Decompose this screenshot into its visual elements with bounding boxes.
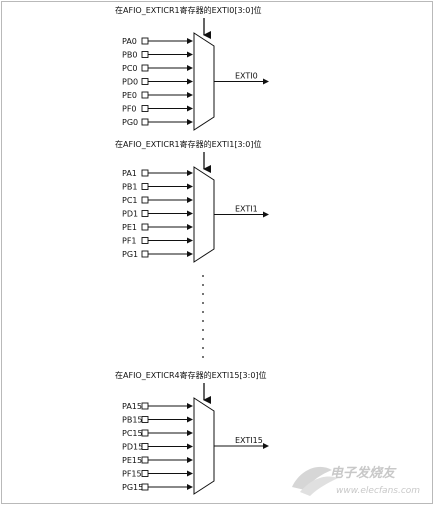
watermark-text: 电子发烧友 (330, 465, 397, 481)
pin-box (141, 105, 149, 112)
pin-box (141, 250, 149, 258)
input-pg1: PG1 (122, 250, 193, 259)
input-pd1: PD1 (122, 210, 193, 219)
input-label: PB1 (122, 183, 137, 192)
output-label: EXTI0 (235, 72, 258, 81)
pin-box (141, 416, 149, 423)
input-label: PF15 (122, 470, 142, 479)
register-label: 在AFIO_EXTICR1寄存器的EXTI0[3:0]位 (115, 5, 261, 15)
continuation-dot (202, 320, 204, 322)
input-label: PB15 (122, 416, 143, 425)
input-label: PA15 (122, 402, 142, 411)
continuation-dot (202, 329, 204, 331)
input-label: PG0 (122, 118, 138, 127)
register-label: 在AFIO_EXTICR4寄存器的EXTI15[3:0]位 (115, 370, 267, 380)
input-label: PE15 (122, 456, 142, 465)
pin-box (141, 183, 149, 190)
input-pa0: PA0 (122, 37, 193, 46)
continuation-dot (202, 347, 204, 349)
pin-box (141, 78, 149, 85)
continuation-dot (202, 302, 204, 304)
continuation-dot (202, 311, 204, 313)
input-label: PC1 (122, 196, 138, 205)
input-pb1: PB1 (122, 183, 193, 192)
pin-box (141, 210, 149, 217)
output-label: EXTI15 (235, 436, 263, 445)
pin-box (141, 169, 149, 177)
input-pf15: PF15 (122, 470, 193, 479)
input-pd15: PD15 (122, 443, 193, 452)
pin-box (141, 223, 149, 231)
pin-box (141, 196, 149, 204)
input-label: PG15 (122, 483, 143, 492)
input-label: PD0 (122, 78, 138, 87)
pin-box (141, 37, 149, 45)
input-pf0: PF0 (122, 105, 193, 114)
mux-body (193, 166, 215, 263)
pin-box (141, 483, 149, 491)
pin-box (141, 456, 149, 464)
continuation-dot (202, 293, 204, 295)
input-label: PC0 (122, 64, 138, 73)
pin-box (141, 237, 149, 244)
pin-box (141, 91, 149, 99)
input-pb0: PB0 (122, 51, 193, 60)
pin-box (141, 64, 149, 72)
input-pa1: PA1 (122, 169, 193, 178)
watermark: 电子发烧友 www.elecfans.com (292, 465, 420, 496)
input-pa15: PA15 (122, 402, 193, 411)
input-pe15: PE15 (122, 456, 193, 465)
input-pe0: PE0 (122, 91, 193, 100)
input-pf1: PF1 (122, 237, 193, 246)
output-label: EXTI1 (235, 205, 258, 214)
pin-box (141, 51, 149, 58)
watermark-logo (292, 466, 338, 496)
input-pc0: PC0 (122, 64, 193, 73)
input-pc1: PC1 (122, 196, 193, 205)
mux-exti15: 在AFIO_EXTICR4寄存器的EXTI15[3:0]位 PA15PB15PC1… (115, 370, 269, 495)
continuation-dot (202, 338, 204, 340)
mux-body (193, 32, 215, 131)
pin-box (141, 402, 149, 410)
input-label: PE0 (122, 91, 137, 100)
input-label: PD1 (122, 210, 138, 219)
input-label: PD15 (122, 443, 143, 452)
input-pc15: PC15 (122, 429, 193, 438)
mux-body (193, 397, 215, 495)
input-label: PA0 (122, 37, 137, 46)
input-label: PA1 (122, 169, 137, 178)
mux-exti1: 在AFIO_EXTICR1寄存器的EXTI1[3:0]位 PA1PB1PC1PD1… (115, 139, 269, 263)
input-pg0: PG0 (122, 118, 193, 127)
input-pe1: PE1 (122, 223, 193, 232)
input-label: PG1 (122, 250, 138, 259)
continuation-dot (202, 284, 204, 286)
pin-box (141, 429, 149, 437)
watermark-url: www.elecfans.com (336, 486, 420, 496)
input-label: PB0 (122, 51, 137, 60)
pin-box (141, 118, 149, 126)
input-pg15: PG15 (122, 483, 193, 492)
input-label: PF0 (122, 105, 137, 114)
continuation-dot (202, 275, 204, 277)
register-label: 在AFIO_EXTICR1寄存器的EXTI1[3:0]位 (115, 139, 261, 149)
pin-box (141, 443, 149, 450)
pin-box (141, 470, 149, 477)
continuation-dots (202, 275, 204, 358)
input-pd0: PD0 (122, 78, 193, 87)
input-label: PF1 (122, 237, 137, 246)
continuation-dot (202, 356, 204, 358)
mux-exti0: 在AFIO_EXTICR1寄存器的EXTI0[3:0]位 PA0PB0PC0PD0… (115, 5, 269, 131)
input-pb15: PB15 (122, 416, 193, 425)
input-label: PC15 (122, 429, 143, 438)
input-label: PE1 (122, 223, 137, 232)
